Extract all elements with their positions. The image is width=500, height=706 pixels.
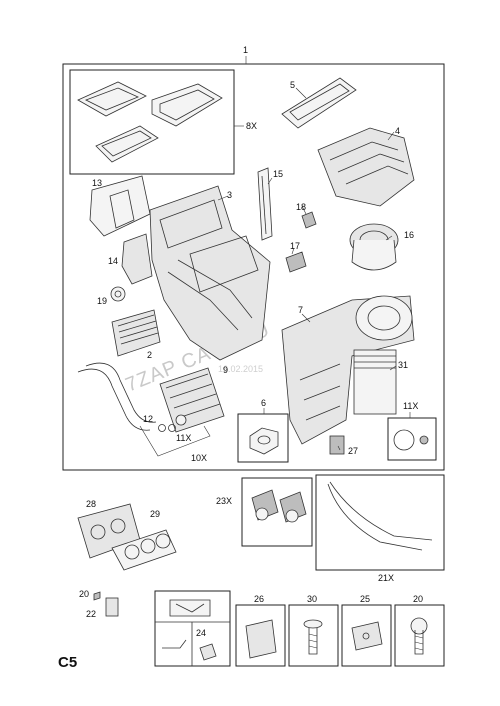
heater-case-3 [149,185,271,361]
tool-icon [169,599,211,617]
label-4: 4 [395,126,400,136]
label-2: 2 [147,350,152,360]
clip-25 [351,621,383,651]
cover-13 [89,175,151,237]
label-12: 12 [143,414,153,424]
label-30: 30 [307,594,317,604]
label-25: 25 [360,594,370,604]
label-22: 22 [86,609,96,619]
actuator-14 [121,233,153,285]
label-20-small: 20 [79,589,89,599]
label-31: 31 [398,360,408,370]
label-18: 18 [296,202,306,212]
section-code: C5 [58,654,77,671]
label-16: 16 [404,230,414,240]
label-20: 20 [413,594,423,604]
oil-can-icon [162,639,187,649]
sensor-22 [105,597,119,617]
label-28: 28 [86,499,96,509]
label-6: 6 [261,398,266,408]
evaporator-9 [159,367,225,433]
label-19: 19 [97,296,107,306]
label-10x: 10X [191,453,207,463]
sensor-27 [329,435,345,455]
nut-6 [249,427,279,455]
part-26 [245,619,277,659]
actuator-frame [241,477,313,547]
label-29: 29 [150,509,160,519]
nut-frame [237,413,289,463]
flap-15 [257,167,273,241]
panel-29 [111,529,177,571]
clip-18 [301,211,317,229]
blower-housing-7 [281,295,415,445]
seal-5 [281,77,357,129]
label-15: 15 [273,169,283,179]
label-27: 27 [348,446,358,456]
heater-core-2 [111,309,161,357]
label-5: 5 [290,80,295,90]
servo-17 [285,251,307,273]
blower-motor-16 [349,223,399,271]
label-13: 13 [92,178,102,188]
leader-lines [217,56,411,451]
orings-12 [158,414,187,432]
label-8x: 8X [246,121,257,131]
clamp-11x [393,429,429,451]
part-25-frame [341,604,392,667]
part-30-frame [288,604,339,667]
label-1: 1 [243,45,248,55]
hose-pipes [77,362,157,431]
info-box-frame [154,590,231,667]
label-9: 9 [223,365,228,375]
screw-20 [410,617,428,655]
watermark-date: 16.02.2015 [218,364,263,374]
main-assembly-frame [62,63,445,471]
label-23x: 23X [216,496,232,506]
label-24: 24 [196,628,206,638]
cables-21x [327,481,433,551]
label-7: 7 [298,305,303,315]
label-17: 17 [290,241,300,251]
label-11x-left: 11X [176,433,191,443]
screw-30 [303,619,323,655]
gear-19 [110,286,126,302]
label-21x: 21X [378,573,394,583]
label-11x-right: 11X [403,401,418,411]
seal-set-frame [69,69,235,175]
label-26: 26 [254,594,264,604]
screw-20-small [93,591,101,601]
filter-31 [353,349,397,415]
cable-set-frame [315,474,445,571]
part-20-frame [394,604,445,667]
part-24 [199,643,217,661]
label-14: 14 [108,256,118,266]
part-26-frame [235,604,286,667]
housing-upper-4 [317,127,415,207]
label-3: 3 [227,190,232,200]
seal-set-8x [77,81,223,163]
actuators-23x [251,489,307,523]
kit-11x-frame [387,417,437,461]
